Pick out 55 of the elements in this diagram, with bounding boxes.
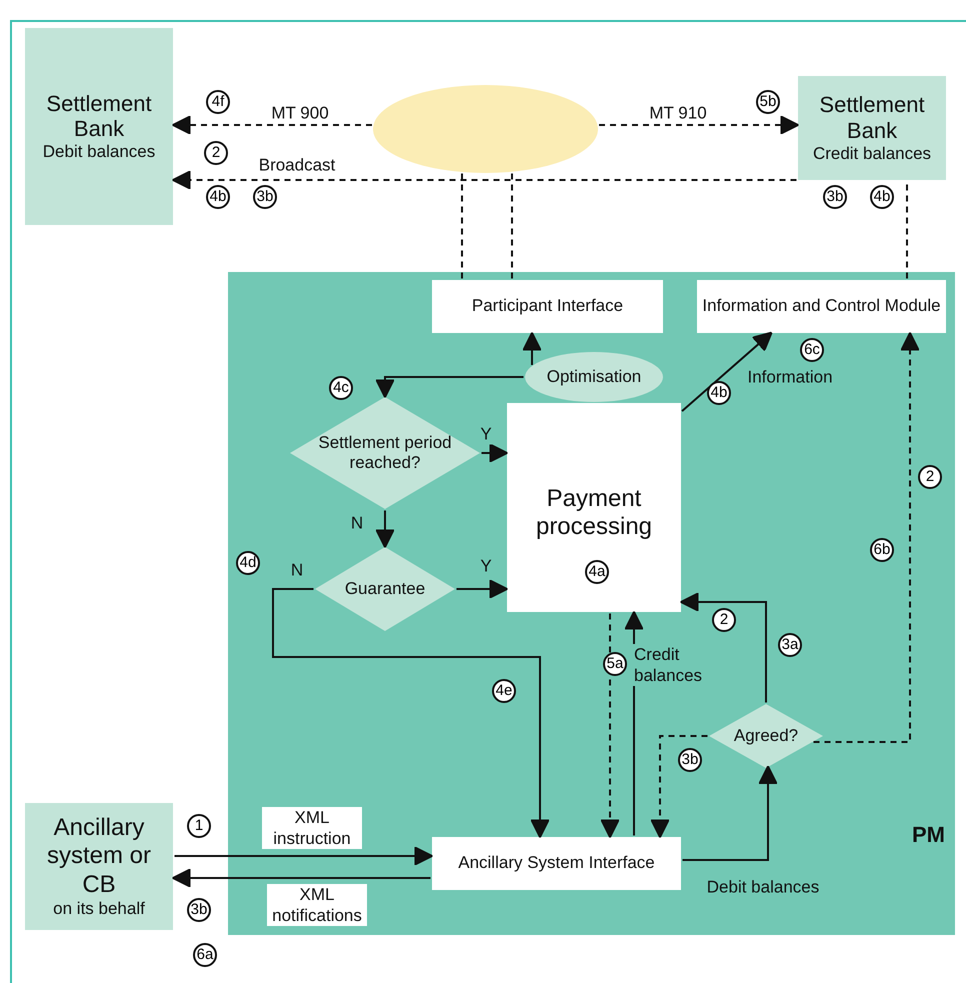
node-label: Participant Interface <box>472 296 624 317</box>
node-subtitle: Credit balances <box>812 144 932 164</box>
node-label: Ancillary System Interface <box>458 853 655 874</box>
step-number: 2 <box>204 141 228 165</box>
node-label: Agreed? <box>734 726 798 746</box>
node-subtitle: Debit balances <box>42 142 156 162</box>
step-number: 5b <box>756 90 780 114</box>
process-box <box>697 280 946 333</box>
arrow <box>482 443 508 463</box>
bank-box <box>798 76 946 180</box>
decision-diamond <box>290 397 480 509</box>
arrow <box>375 510 395 548</box>
arrow <box>680 592 767 702</box>
step-number: 4f <box>206 90 230 114</box>
module-panel <box>228 272 955 935</box>
node-title: Ancillary system or CB <box>46 814 152 899</box>
arrow <box>172 170 796 190</box>
arrow <box>814 332 920 743</box>
step-number: 1 <box>187 814 211 838</box>
bank-box <box>25 28 173 225</box>
arrow <box>599 115 800 135</box>
arrow <box>650 735 708 838</box>
arrow <box>375 376 524 398</box>
arrow <box>272 588 550 838</box>
node-label: Optimisation <box>546 366 642 388</box>
node-label: Settlement period reached? <box>317 432 453 474</box>
process-box <box>507 403 681 612</box>
arrow <box>522 332 542 365</box>
step-number: 3b <box>253 185 277 209</box>
edge-label: XML instruction <box>262 807 362 849</box>
step-number: 6a <box>193 943 217 967</box>
step-number: 3b <box>823 185 847 209</box>
arrow <box>681 332 773 412</box>
panel-title: PM <box>912 822 945 848</box>
node-label: Payment processing <box>534 485 654 542</box>
node-title: Settlement Bank <box>818 92 926 144</box>
arrow <box>682 765 778 861</box>
node-label: Information and Control Module <box>702 296 941 317</box>
arrow <box>600 614 620 838</box>
node-label: Guarantee <box>344 578 426 600</box>
process-box <box>432 837 681 890</box>
step-number: 4b <box>206 185 230 209</box>
process-box <box>432 280 663 333</box>
step-number: 4b <box>870 185 894 209</box>
edge-label: XML notifications <box>267 884 367 926</box>
arrow <box>456 579 508 599</box>
step-number: 3b <box>187 898 211 922</box>
arrow <box>172 115 372 135</box>
arrow <box>174 846 434 866</box>
system-box <box>25 803 173 930</box>
decision-diamond <box>315 547 455 631</box>
node-subtitle: on its behalf <box>53 898 145 919</box>
decision-diamond <box>709 704 823 768</box>
node-title: Settlement Bank <box>45 90 153 142</box>
arrow <box>172 868 430 888</box>
